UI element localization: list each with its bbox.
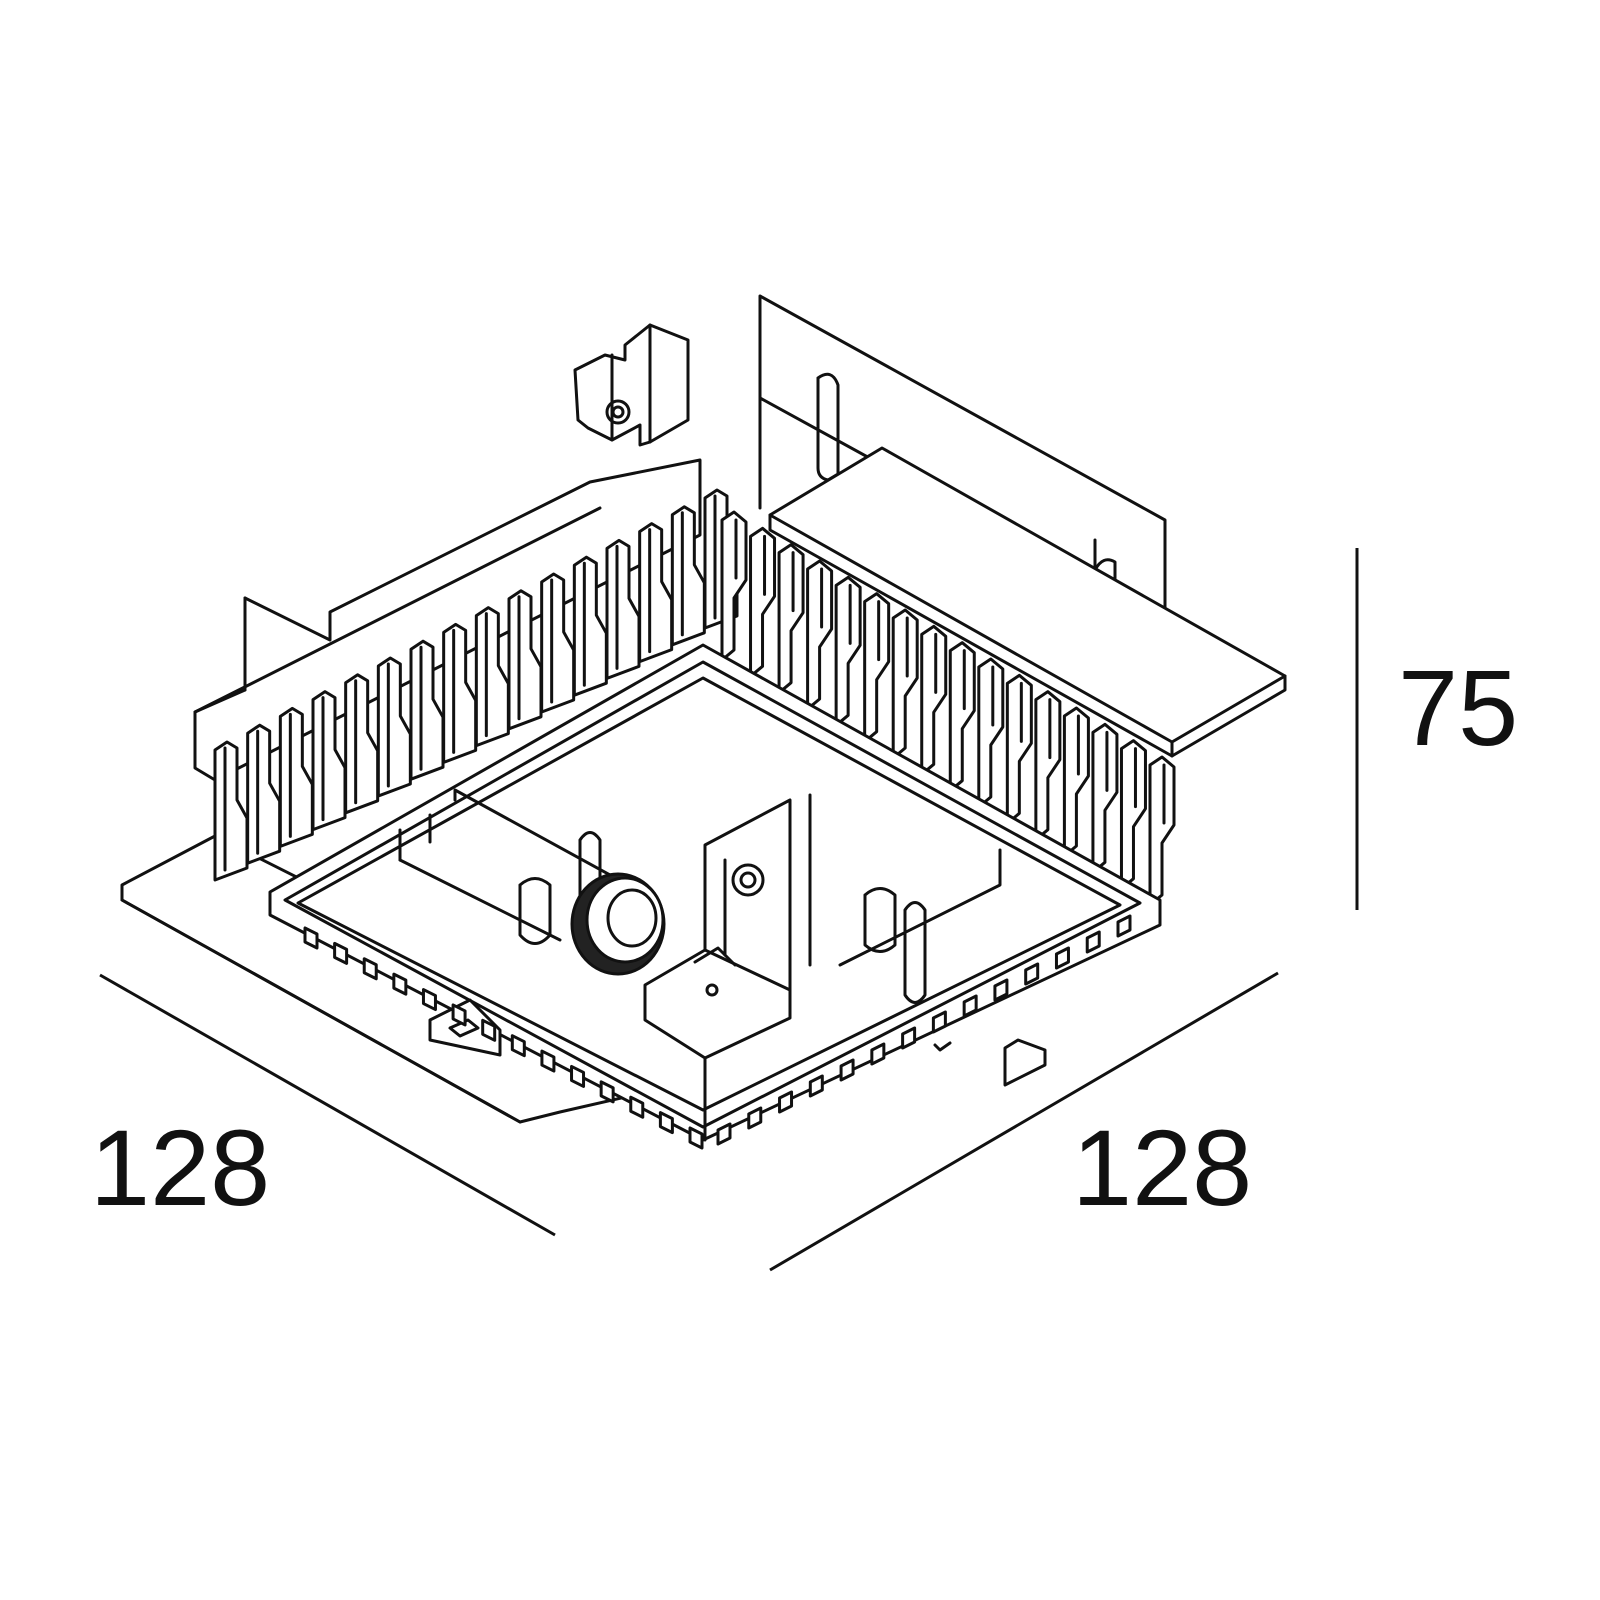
fin [442,622,478,764]
screw-hole-icon [605,399,631,425]
center-bracket [643,793,812,1142]
rim-tooth [540,1049,556,1073]
rim-tooth [481,1018,497,1042]
heatsink-fins-left [213,488,739,882]
fin [977,657,1005,809]
fin [920,624,948,776]
fin [213,740,249,882]
rim-tooth [658,1111,674,1135]
back-left-bracket [573,323,690,447]
fin [1148,755,1176,907]
fin [670,505,706,647]
rim-tooth [688,1126,704,1150]
rim-tooth [303,926,319,950]
rim-tooth [808,1074,824,1098]
screw-hole-icon [731,863,765,897]
rim-tooth [1024,962,1040,986]
fin [834,575,862,727]
dimension-width-left: 128 [90,1107,270,1228]
dimension-width-right: 128 [1072,1107,1252,1228]
lower-rim-teeth [303,914,1132,1150]
top-right-rail [768,446,1287,758]
rim-tooth [333,941,349,965]
fin [720,510,748,662]
rim-tooth [931,1010,947,1034]
rim-tooth [962,994,978,1018]
rim-tooth [629,1095,645,1119]
rim-tooth [839,1058,855,1082]
dimension-line-right [769,971,1279,1272]
rim-tooth [570,1064,586,1088]
dimension-line-left [99,973,556,1237]
fin [1062,706,1090,858]
rim-tooth [451,1003,467,1027]
fin [344,673,380,815]
fin [1005,673,1033,825]
fin [1091,722,1119,874]
left-clip [428,998,502,1057]
rim-tooth [747,1106,763,1130]
dimension-height: 75 [1398,647,1518,768]
fin [863,592,891,744]
rim-tooth [778,1090,794,1114]
fin [891,608,919,760]
rim-tooth [1054,946,1070,970]
rim-tooth [716,1122,732,1146]
heatsink-fins-right [720,510,1176,907]
fin [1119,739,1147,891]
rim-tooth [510,1034,526,1058]
rim-tooth [421,988,437,1012]
adjustment-knob-icon [570,872,666,976]
fin [948,641,976,793]
fin [1034,690,1062,842]
rim-tooth [870,1042,886,1066]
rim-tooth [1116,914,1132,938]
right-clip [933,1038,1047,1087]
fin [806,559,834,711]
rim-tooth [362,957,378,981]
rim-tooth [993,978,1009,1002]
fin [777,543,805,695]
rim-tooth [599,1080,615,1104]
fin [749,526,777,678]
rim-tooth [1085,930,1101,954]
rim-tooth [392,972,408,996]
rim-tooth [901,1026,917,1050]
